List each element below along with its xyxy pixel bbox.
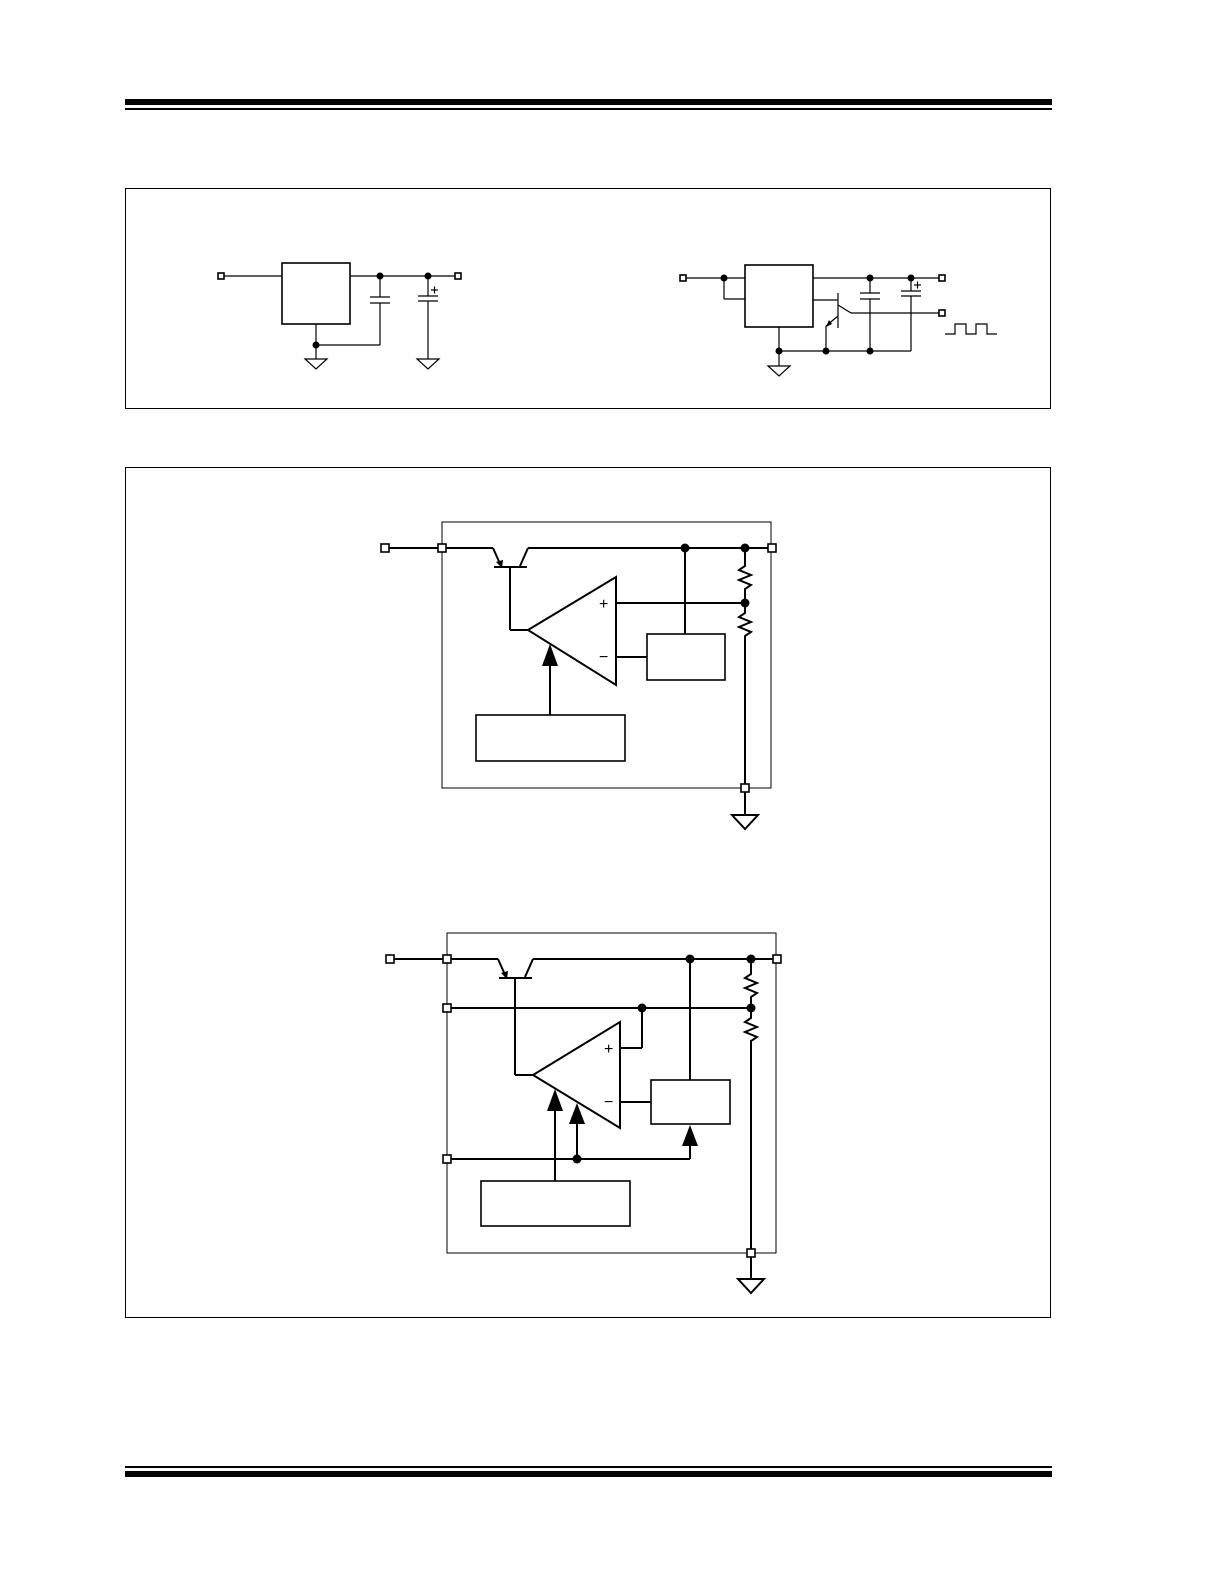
ground-icon	[729, 814, 761, 831]
minus-sign: −	[604, 1094, 613, 1111]
device-outline	[446, 932, 777, 1254]
error-output-terminal	[938, 309, 946, 317]
device-outline	[441, 521, 772, 789]
voltage-reference-block	[650, 1079, 731, 1125]
shutdown-pin	[442, 1154, 452, 1164]
emitter-arrow	[826, 320, 832, 327]
resistor-upper	[736, 548, 754, 603]
resistor-lower	[736, 603, 754, 784]
header-rule-thick	[125, 99, 1052, 105]
plus-sign: +	[604, 1041, 613, 1058]
header-rule-thin	[125, 108, 1052, 110]
minus-sign: −	[599, 649, 608, 666]
arrow-up-icon	[542, 644, 558, 666]
output-terminal	[938, 274, 946, 282]
input-pin	[442, 954, 452, 964]
error-amplifier	[526, 575, 617, 687]
footer-rule-thick	[125, 1471, 1052, 1477]
junction-dot	[866, 347, 874, 355]
ground-icon	[735, 1278, 767, 1295]
output-terminal	[454, 272, 462, 280]
resistor-lower	[742, 1008, 760, 1249]
ground-icon	[415, 358, 441, 370]
input-pin	[437, 543, 447, 553]
input-terminal	[217, 272, 225, 280]
plus-sign: +	[599, 596, 608, 613]
resistor-upper	[742, 959, 760, 1008]
arrow-up-icon	[547, 1089, 563, 1111]
block-diagram-panel	[125, 467, 1051, 1318]
basic-application-circuit	[217, 262, 462, 370]
ground-icon	[766, 365, 792, 377]
voltage-reference-block	[646, 633, 726, 681]
feedback-pin	[442, 1003, 452, 1013]
footer-rule-thin	[125, 1466, 1052, 1468]
typical-application-panel	[125, 188, 1051, 409]
input-terminal	[380, 543, 390, 553]
arrow-up-icon	[682, 1125, 698, 1146]
block-diagram-3-pin: + −	[380, 521, 777, 831]
junction-dot	[775, 347, 783, 355]
arrow-up-icon	[569, 1103, 585, 1124]
pulse-waveform-icon	[945, 323, 997, 335]
ground-pin	[740, 783, 750, 793]
protection-block	[480, 1180, 631, 1227]
error-output-application-circuit	[679, 264, 997, 377]
input-terminal	[385, 954, 395, 964]
error-amplifier	[531, 1020, 621, 1130]
protection-block	[475, 714, 626, 762]
output-pin	[767, 543, 777, 553]
output-pin	[772, 954, 782, 964]
input-terminal	[679, 274, 687, 282]
ground-pin	[746, 1248, 756, 1258]
regulator-block	[744, 264, 814, 328]
ground-icon	[303, 358, 329, 370]
block-diagram-5-pin: + −	[385, 932, 782, 1295]
junction-dot	[312, 341, 320, 349]
regulator-block	[281, 262, 351, 325]
junction-dot	[822, 347, 830, 355]
